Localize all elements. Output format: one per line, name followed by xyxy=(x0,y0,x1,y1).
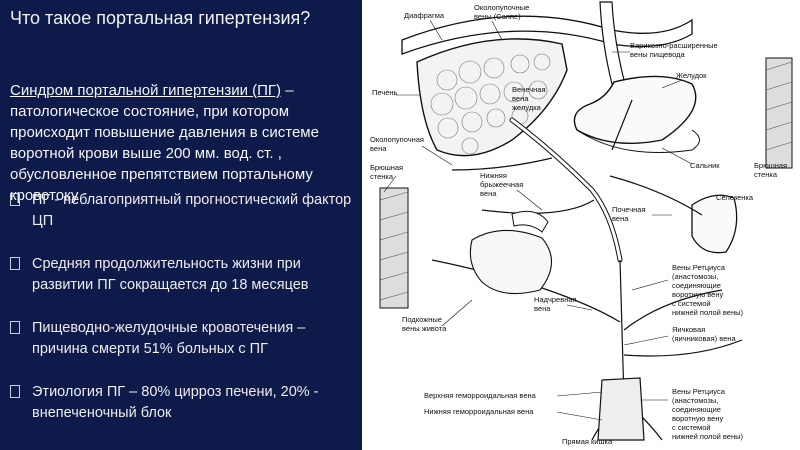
label-coronary-2: вена xyxy=(512,94,529,103)
label-retzius-4: воротную вену xyxy=(672,290,723,299)
label-inferior-mesenteric-3: вена xyxy=(480,189,497,198)
bullet-text: Пищеводно-желудочные кровотечения – прич… xyxy=(32,320,306,357)
diaphragm-shape xyxy=(401,15,693,55)
bullet-list: ПГ - неблагоприятный прогностический фак… xyxy=(10,190,355,446)
bullet-box-icon xyxy=(10,385,20,398)
bullet-item: Этиология ПГ – 80% цирроз печени, 20% - … xyxy=(10,382,355,424)
bullet-box-icon xyxy=(10,257,20,270)
label-paraumbilical-sappey-1: Околопупочные xyxy=(474,3,529,12)
label-retzius-b-1: Вены Ретциуса xyxy=(672,387,726,396)
slide-title: Что такое портальная гипертензия? xyxy=(10,8,311,28)
label-omentum: Сальник xyxy=(690,161,720,170)
label-paraumbilical-vein-1: Околопупочная xyxy=(370,135,424,144)
abdominal-wall-right xyxy=(765,57,793,169)
label-abdominal-wall-right-1: Брюшная xyxy=(754,161,787,170)
label-abdominal-wall-right-2: стенка xyxy=(754,170,778,179)
label-liver: Печень xyxy=(372,88,398,97)
liver-shape xyxy=(416,38,568,157)
label-epigastric: Надчревная xyxy=(534,295,577,304)
label-inferior-mesenteric-2: брыжеечная xyxy=(480,180,523,189)
label-testicular-1: Яичковая xyxy=(672,325,705,334)
intestine-shape xyxy=(469,229,553,295)
bullet-item: Средняя продолжительность жизни при разв… xyxy=(10,254,355,296)
label-subcutaneous-2: вены живота xyxy=(402,324,447,333)
label-abdominal-wall-1: Брюшная xyxy=(370,163,403,172)
label-stomach: Желудок xyxy=(676,71,707,80)
label-retzius-2: (анастомозы, xyxy=(672,272,718,281)
abdominal-wall-left xyxy=(379,187,409,309)
bullet-box-icon xyxy=(10,321,20,334)
bullet-item: Пищеводно-желудочные кровотечения – прич… xyxy=(10,318,355,360)
label-renal-1: Почечная xyxy=(612,205,646,214)
label-retzius-b-2: (анастомозы, xyxy=(672,396,718,405)
stomach-shape xyxy=(573,75,697,144)
label-renal-2: вена xyxy=(612,214,629,223)
label-spleen: Селезенка xyxy=(716,193,754,202)
intro-paragraph: Синдром портальной гипертензии (ПГ) – па… xyxy=(10,80,350,206)
label-testicular-2: (яичниковая) вена xyxy=(672,334,736,343)
label-inferior-mesenteric-1: Нижняя xyxy=(480,171,507,180)
label-rectum: Прямая кишка xyxy=(562,437,613,446)
label-paraumbilical-vein-2: вена xyxy=(370,144,387,153)
label-retzius-b-6: нижней полой вены) xyxy=(672,432,744,441)
bullet-text: ПГ - неблагоприятный прогностический фак… xyxy=(32,192,352,229)
label-inf-hemorrhoidal: Нижняя геморроидальная вена xyxy=(424,407,534,416)
label-retzius-6: нижней полой вены) xyxy=(672,308,744,317)
intro-rest: – патологическое состояние, при котором … xyxy=(10,82,319,204)
wall-right-hatch xyxy=(765,61,793,151)
portal-system-diagram: Диафрагма Околопупочные вены (Саппе) Вар… xyxy=(362,0,800,450)
label-retzius-3: соединяющие xyxy=(672,281,721,290)
label-retzius-b-4: воротную вену xyxy=(672,414,723,423)
diagram-svg: Диафрагма Околопупочные вены (Саппе) Вар… xyxy=(370,1,793,446)
label-retzius-5: с системой xyxy=(672,299,711,308)
label-coronary-3: желудка xyxy=(512,103,542,112)
wall-left-hatch xyxy=(379,191,409,301)
liver-texture xyxy=(430,53,551,155)
label-varicose-2: вены пищевода xyxy=(630,50,685,59)
label-subcutaneous-1: Подкожные xyxy=(402,315,442,324)
intro-lead: Синдром портальной гипертензии (ПГ) xyxy=(10,82,282,99)
colon-shape xyxy=(511,210,549,233)
spleen-shape xyxy=(691,194,738,254)
label-abdominal-wall-2: стенка xyxy=(370,172,394,181)
leader-lines xyxy=(383,19,693,421)
label-paraumbilical-sappey-2: вены (Саппе) xyxy=(474,12,521,21)
label-varicose-1: Варикозно-расширенные xyxy=(630,41,718,50)
label-coronary-1: Венечная xyxy=(512,85,546,94)
bullet-text: Средняя продолжительность жизни при разв… xyxy=(32,256,309,293)
portal-vein-lumen xyxy=(510,118,622,262)
bullet-box-icon xyxy=(10,193,20,206)
bullet-text: Этиология ПГ – 80% цирроз печени, 20% - … xyxy=(32,384,319,421)
label-epigastric-2: вена xyxy=(534,304,551,313)
label-retzius-1: Вены Ретциуса xyxy=(672,263,726,272)
rectum-shape xyxy=(597,377,645,441)
label-diaphragm: Диафрагма xyxy=(404,11,445,20)
label-retzius-b-3: соединяющие xyxy=(672,405,721,414)
label-retzius-b-5: с системой xyxy=(672,423,711,432)
label-sup-hemorrhoidal: Верхняя геморроидальная вена xyxy=(424,391,537,400)
omentum-shape xyxy=(576,129,700,153)
bullet-item: ПГ - неблагоприятный прогностический фак… xyxy=(10,190,355,232)
